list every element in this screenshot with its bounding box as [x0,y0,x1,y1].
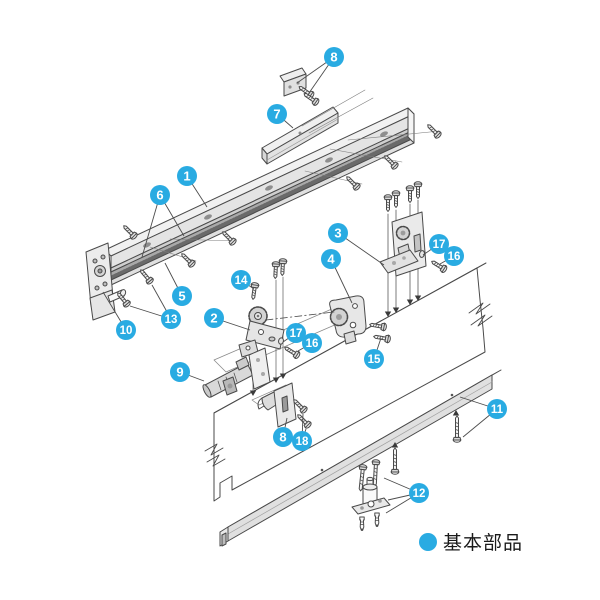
svg-text:16: 16 [448,251,461,263]
svg-text:8: 8 [330,50,337,65]
svg-text:13: 13 [165,314,178,326]
callout-7: 7 [267,104,294,129]
callout-9: 9 [170,362,205,382]
svg-text:17: 17 [290,328,303,340]
callout-8: 8 [296,47,344,94]
svg-text:4: 4 [327,252,335,267]
callout-8: 8 [273,417,293,447]
svg-text:8: 8 [279,430,286,445]
hanger-bracket-right [379,181,449,318]
legend-basic-parts-dot [419,532,437,551]
callout-3: 3 [328,223,385,266]
floor-guide-set [351,459,391,531]
svg-text:11: 11 [491,404,504,416]
svg-text:16: 16 [306,338,319,350]
callout-17: 17 [422,234,449,256]
cover-channel [261,106,339,165]
callout-16: 16 [297,333,322,353]
svg-text:12: 12 [413,488,426,500]
svg-text:14: 14 [235,275,248,287]
catch-bracket [257,382,313,430]
break-lines [204,302,493,467]
callout-5: 5 [164,262,192,306]
svg-text:17: 17 [433,239,446,251]
callout-1: 1 [177,166,208,208]
callout-15: 15 [364,337,384,369]
roller-hanger [329,295,392,345]
bottom-rail [219,369,502,547]
svg-text:7: 7 [273,107,280,122]
svg-text:2: 2 [210,311,217,326]
rail-screws [120,89,443,269]
svg-text:15: 15 [368,354,381,366]
guide-roller-bracket [238,258,335,397]
legend-basic-parts-label: 基本部品 [443,533,524,554]
callout-13: 13 [129,284,181,329]
svg-text:18: 18 [296,436,309,448]
svg-text:5: 5 [178,289,185,304]
svg-text:3: 3 [334,226,341,241]
callout-6: 6 [141,185,185,258]
svg-text:9: 9 [176,365,183,380]
svg-text:6: 6 [156,188,163,203]
top-rail [104,107,415,286]
damper-unit [202,347,271,398]
callout-10: 10 [102,291,136,340]
callout-12: 12 [383,477,429,514]
legend: 基本部品 [419,528,523,555]
svg-text:10: 10 [120,325,133,337]
callout-4: 4 [321,249,353,304]
callout-18: 18 [292,413,312,451]
callout-2: 2 [204,308,251,331]
callout-11: 11 [459,396,507,438]
callout-14: 14 [231,270,255,290]
stopper-bracket-top [279,67,321,107]
callout-17: 17 [282,323,306,343]
callout-16: 16 [439,246,464,266]
svg-text:1: 1 [183,169,190,184]
